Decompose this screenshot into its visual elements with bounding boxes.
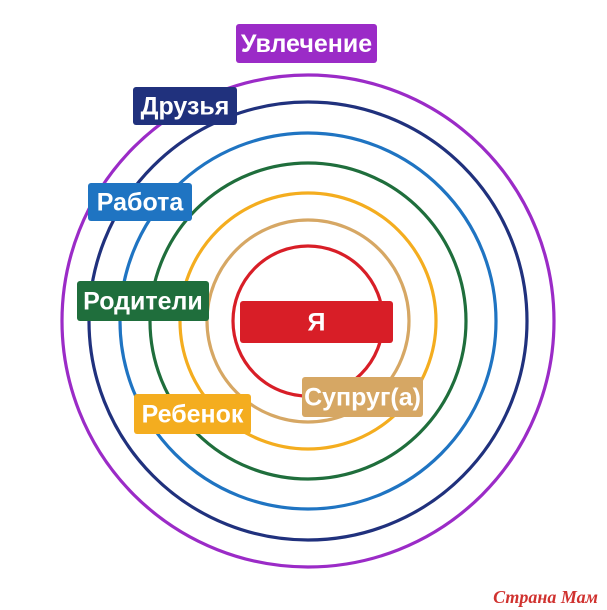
label-hobby: Увлечение: [236, 24, 377, 63]
watermark: Страна Мам: [493, 587, 598, 607]
label-child-box: [134, 394, 251, 434]
label-parents-box: [77, 281, 209, 321]
label-friends-text: Друзья: [141, 93, 230, 121]
label-work-box: [88, 183, 192, 221]
label-parents-text: Родители: [83, 288, 203, 316]
label-work: Работа: [88, 183, 192, 221]
label-hobby-text: Увлечение: [241, 30, 372, 58]
label-friends: Друзья: [133, 87, 237, 125]
label-work-text: Работа: [97, 189, 185, 217]
label-parents: Родители: [77, 281, 209, 321]
label-self-box: [240, 301, 393, 343]
label-spouse-text: Супруг(а): [304, 384, 421, 412]
label-self-text: Я: [308, 309, 326, 337]
label-friends-box: [133, 87, 237, 125]
label-child-text: Ребенок: [142, 401, 244, 429]
label-self: Я: [240, 301, 393, 343]
ring-hobby: [60, 73, 556, 569]
label-hobby-box: [236, 24, 377, 63]
label-child: Ребенок: [134, 394, 251, 434]
ring-spouse: [205, 218, 411, 424]
label-spouse-box: [302, 377, 423, 417]
label-spouse: Супруг(а): [302, 377, 423, 417]
